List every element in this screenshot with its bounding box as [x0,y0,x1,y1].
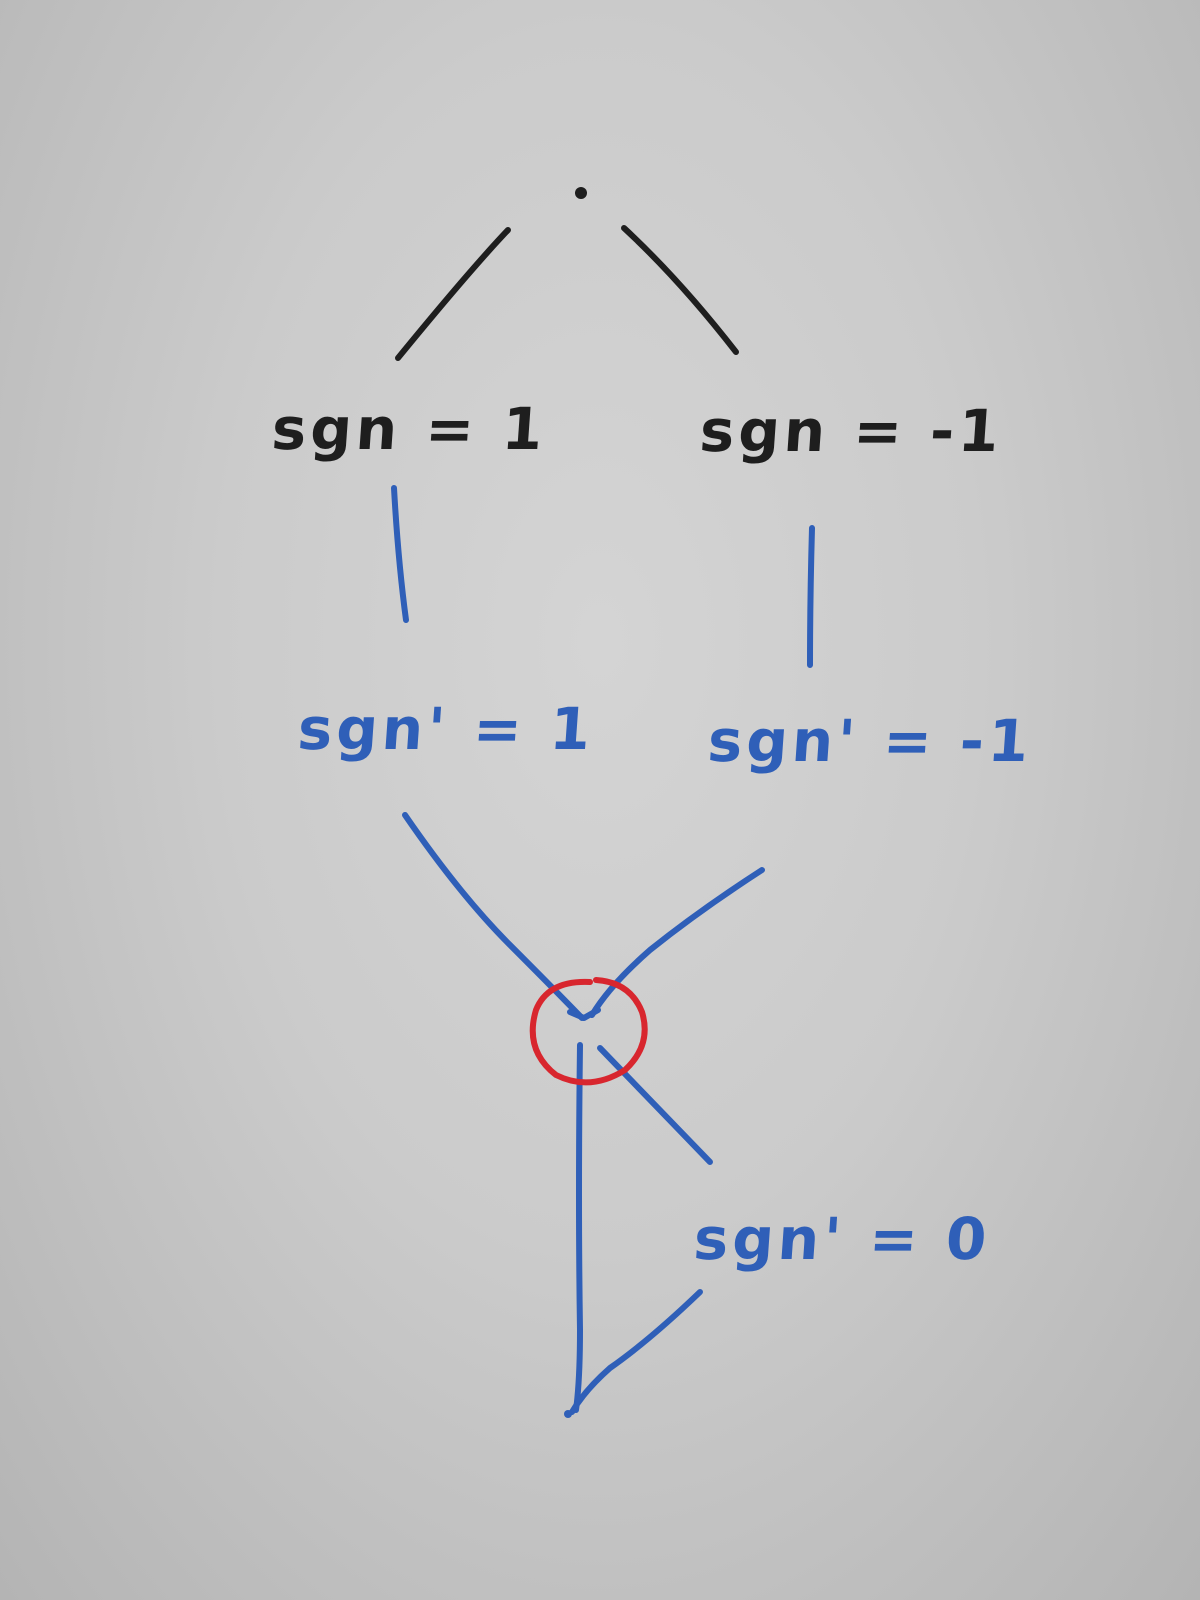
node-sgnp-zero: sgn' = 0 [691,1205,993,1273]
node-sgnp-neg: sgn' = -1 [705,707,1035,775]
node-sgn-pos: sgn = 1 [269,395,550,463]
edge-sgn-pos-to-sgnp-pos [391,485,409,623]
root-dot [575,187,587,199]
edge-join-to-sgnp-zero [597,1045,713,1165]
node-sgnp-pos: sgn' = 1 [295,695,597,763]
edge-root-to-sgn-neg [621,225,739,355]
join-vertex-mark [567,1007,601,1021]
edge-root-to-sgn-pos [395,227,511,361]
edge-sgn-neg-to-sgnp-neg [807,525,815,668]
node-sgn-neg: sgn = -1 [697,397,1006,465]
highlight-circle [529,977,648,1086]
edge-sgnp-neg-to-join [589,867,765,1018]
bottom-dot [564,1410,572,1418]
edge-sgnp-pos-to-join [402,812,585,1021]
edge-sgnp-zero-to-bottom [569,1289,703,1415]
edge-join-to-bottom [573,1042,583,1413]
